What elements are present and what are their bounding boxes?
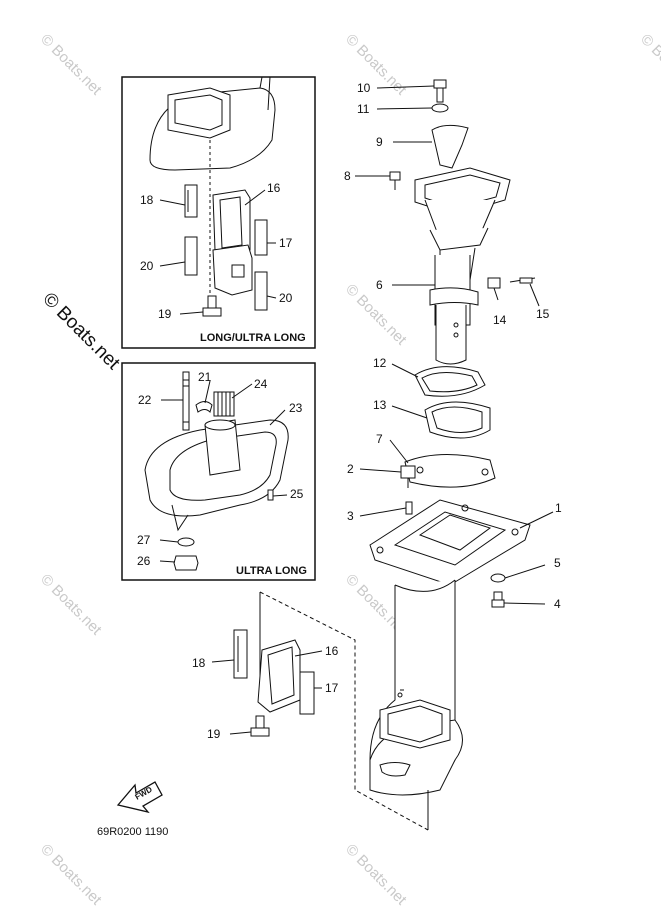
callout-1: 1 (555, 501, 562, 515)
callout-15: 15 (536, 307, 550, 321)
lower-bracket-group: 18 16 17 19 (192, 591, 429, 831)
box-ultra-label: ULTRA LONG (236, 565, 307, 577)
callout-25: 25 (290, 487, 304, 501)
callout-26: 26 (137, 554, 151, 568)
diagram-code: 69R0200 1190 (97, 826, 168, 838)
callout-11: 11 (357, 102, 370, 116)
watermark-4: © Boats.net (37, 571, 105, 639)
callout-9: 9 (376, 135, 383, 149)
callout-19-lower: 19 (207, 727, 221, 741)
callout-13: 13 (373, 398, 387, 412)
callout-16-lower: 16 (325, 644, 339, 658)
callout-20-box-a: 20 (140, 259, 154, 273)
callout-24: 24 (254, 377, 268, 391)
callout-16-box: 16 (267, 181, 281, 195)
watermark-2: © Boats.net (342, 31, 410, 99)
callout-17-lower: 17 (325, 681, 339, 695)
box-ultra: 21 22 24 23 25 27 26 ULTRA LONG (121, 362, 316, 581)
callout-7: 7 (376, 432, 383, 446)
callout-17-box: 17 (279, 236, 293, 250)
box-long-ultra: 18 16 17 20 20 19 LONG/ULTRA LONG (121, 76, 316, 349)
callout-21: 21 (198, 370, 212, 384)
callout-18-box: 18 (140, 193, 154, 207)
callout-3: 3 (347, 509, 354, 523)
fwd-arrow: FWD (116, 781, 163, 814)
callout-10: 10 (357, 81, 371, 95)
watermark-main: © Boats.net (38, 289, 124, 375)
upper-assembly: 10 11 9 8 6 14 15 12 13 7 2 3 (344, 79, 550, 523)
watermark-6: © Boats.net (37, 841, 105, 909)
callout-23: 23 (289, 401, 303, 415)
callout-5: 5 (554, 556, 561, 570)
callout-19-box: 19 (158, 307, 172, 321)
callout-8: 8 (344, 169, 351, 183)
callout-4: 4 (554, 597, 561, 611)
watermark-8: © Boats.net (637, 31, 661, 99)
callout-20-box-b: 20 (279, 291, 293, 305)
callout-6: 6 (376, 278, 383, 292)
callout-14: 14 (493, 313, 507, 327)
callout-2: 2 (347, 462, 354, 476)
box-long-ultra-label: LONG/ULTRA LONG (200, 332, 306, 344)
callout-18-lower: 18 (192, 656, 206, 670)
callout-22: 22 (138, 393, 152, 407)
driveshaft-housing: 1 5 4 (369, 499, 562, 830)
watermark-7: © Boats.net (342, 841, 410, 909)
watermark-1: © Boats.net (37, 31, 105, 99)
callout-27: 27 (137, 533, 151, 547)
callout-12: 12 (373, 356, 387, 370)
